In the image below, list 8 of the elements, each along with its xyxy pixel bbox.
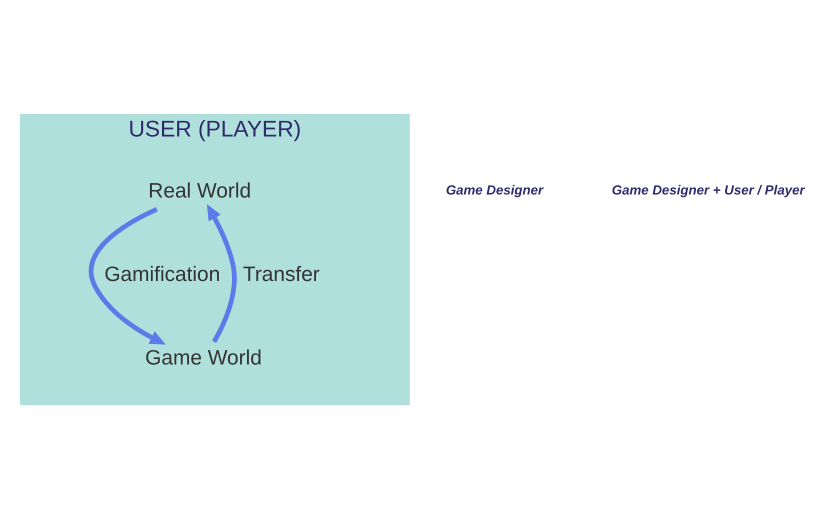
edge-label: Transfer: [242, 262, 320, 286]
node-text: Real World: [148, 179, 252, 202]
node-text: Game World: [145, 346, 262, 370]
arrow: [88, 207, 166, 345]
arrow: [206, 204, 237, 343]
label: Game Designer: [446, 182, 544, 198]
label: Game Designer + User / Player: [612, 182, 805, 198]
edge-label: Gamification: [104, 262, 220, 286]
